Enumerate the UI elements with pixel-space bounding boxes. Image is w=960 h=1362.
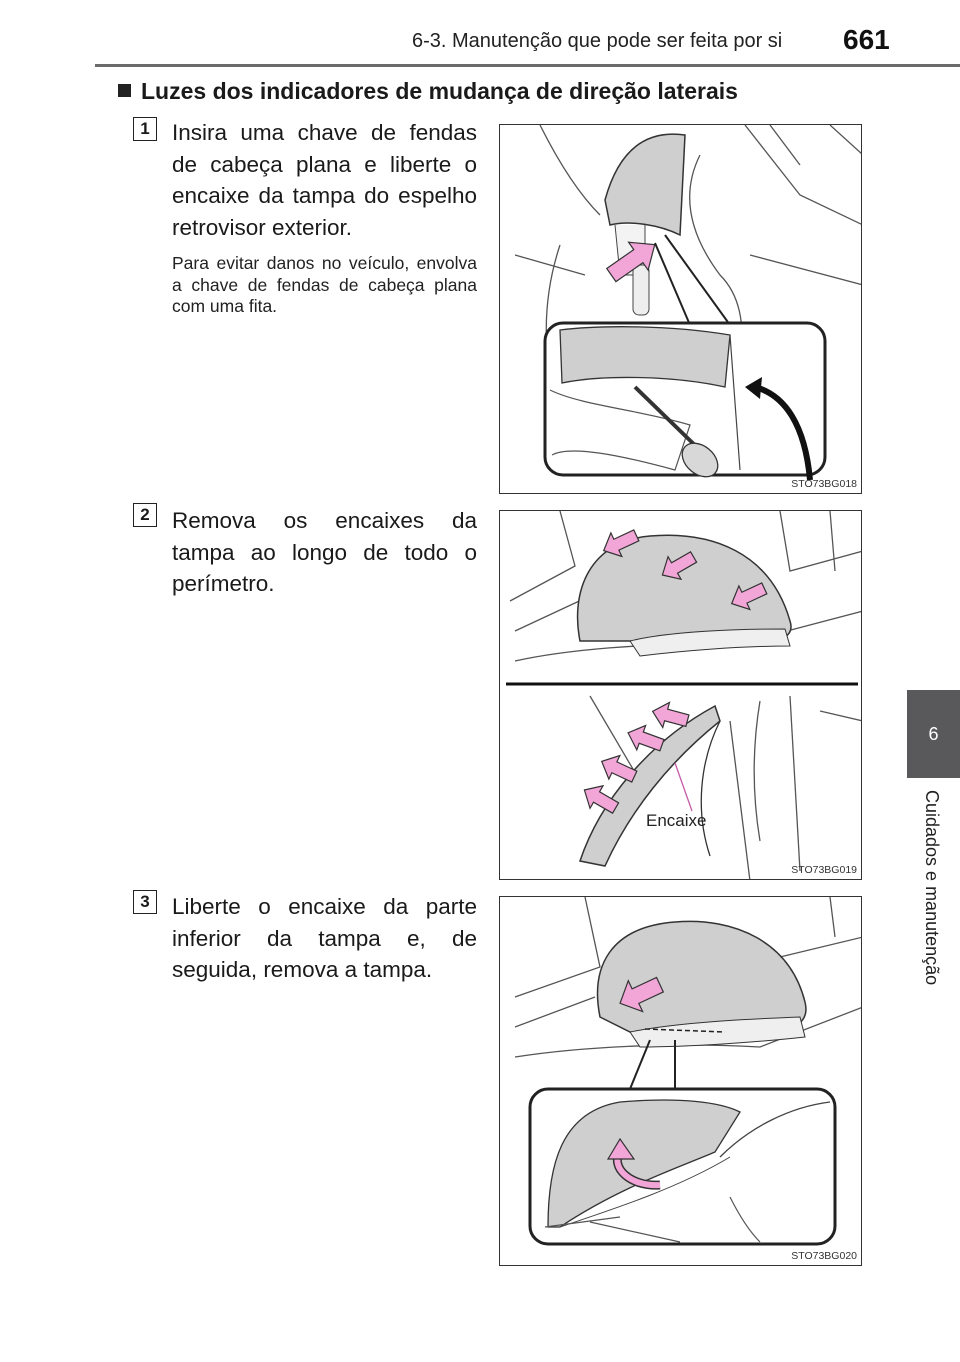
step-number-2: 2	[133, 503, 157, 527]
chapter-tab-title: Cuidados e manutenção	[922, 790, 942, 986]
figure-code: STO73BG019	[791, 864, 857, 876]
figure-step-3: STO73BG020	[499, 896, 862, 1266]
header-divider	[95, 64, 960, 67]
running-header-title: 6-3. Manutenção que pode ser feita por s…	[412, 30, 783, 52]
chapter-tab-number: 6	[907, 690, 960, 778]
mirror-lower-clip-illustration	[514, 897, 861, 1246]
encaixe-label: Encaixe	[646, 811, 707, 830]
step-3-text: Liberte o encaixe da parte inferior da t…	[172, 894, 477, 982]
figure-code: STO73BG020	[791, 1250, 857, 1262]
figure-step-1: STO73BG018	[499, 124, 862, 494]
figure-step-2: Encaixe STO73BG019	[499, 510, 862, 880]
section-heading-text: Luzes dos indicadores de mudança de dire…	[141, 78, 738, 104]
step-number-3: 3	[133, 890, 157, 914]
section-heading: Luzes dos indicadores de mudança de dire…	[118, 78, 738, 105]
mirror-screwdriver-illustration	[514, 125, 861, 481]
figure-code: STO73BG018	[791, 478, 857, 490]
step-1-note: Para evitar danos no veículo, envolva a …	[172, 253, 477, 316]
page-number: 661	[843, 24, 890, 55]
chapter-tab: Cuidados e manutenção	[907, 778, 960, 1018]
step-number-1: 1	[133, 117, 157, 141]
square-bullet-icon	[118, 84, 131, 97]
step-2-text: Remova os encaixes da tampa ao longo de …	[172, 508, 477, 596]
mirror-clips-illustration	[506, 511, 861, 879]
step-1-text: Insira uma chave de fendas de cabeça pla…	[172, 120, 477, 240]
